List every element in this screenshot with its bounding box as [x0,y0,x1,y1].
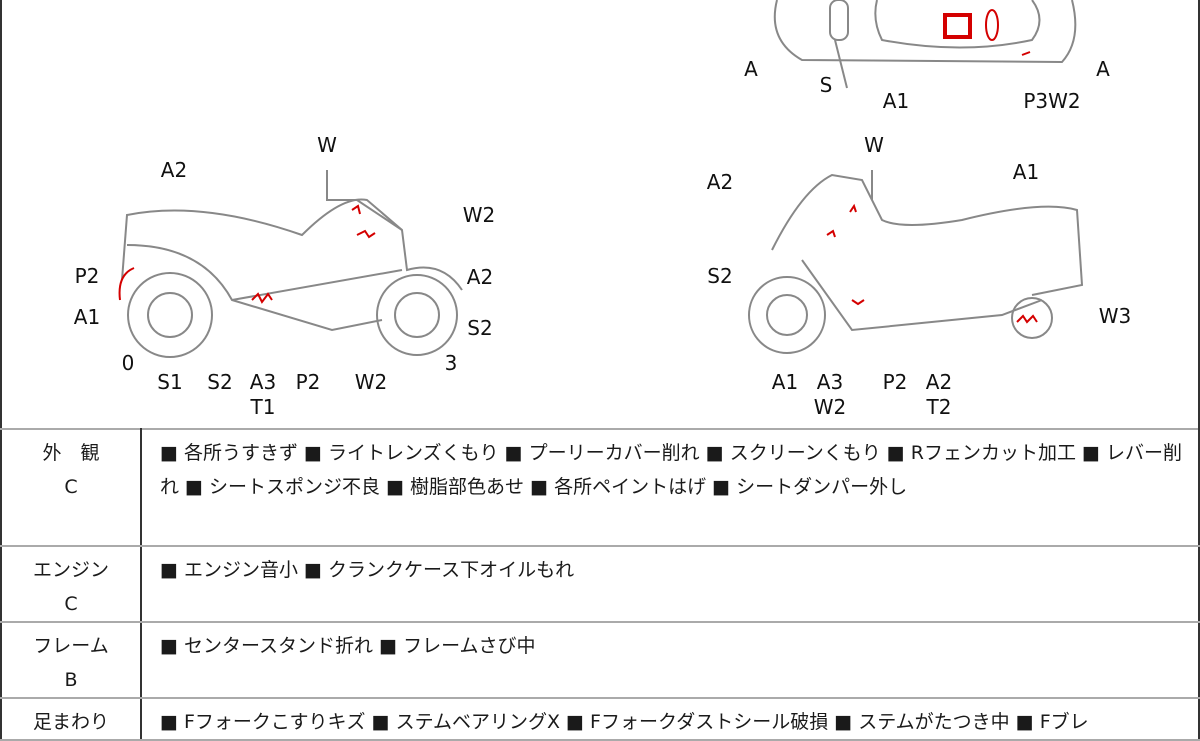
scooter-drawings [118,0,1084,358]
category-label: エンジン [32,559,109,581]
left-label: 3 [444,351,458,375]
left-label: T1 [250,395,276,419]
items-cell: ■ センタースタンド折れ ■ フレームさび中 [141,621,1200,699]
right-label: A1 [1012,160,1040,184]
category-label: フレーム [33,635,109,657]
left-label: S2 [467,316,493,340]
condition-table: 外 観 C ■ 各所うすきず ■ ライトレンズくもり ■ プーリーカバー削れ ■ … [0,428,1200,741]
table-row: 足まわり ■ Fフォークこすりキズ ■ ステムベアリングX ■ Fフォークダスト… [0,697,1200,741]
top-label: A1 [882,89,910,113]
left-label: S2 [207,370,233,394]
right-label: W [864,133,884,157]
top-view-scooter [773,0,1077,89]
right-label: A3 [816,370,844,394]
grade-label: C [64,593,78,615]
category-cell: 足まわり [0,697,142,741]
top-label: A [744,57,758,81]
right-label: W3 [1098,304,1132,328]
left-label: W [317,133,337,157]
damage-diagram: A S A1 A P3W2 W A2 W2 P2 A2 A1 S2 0 3 S1… [0,0,1200,428]
category-label: 外 観 [42,442,100,464]
top-label: S [819,73,833,97]
table-row: エンジン C ■ エンジン音小 ■ クランクケース下オイルもれ [0,545,1200,623]
left-label: P2 [74,264,100,288]
category-cell: 外 観 C [0,428,142,547]
right-label: W2 [813,395,847,419]
right-label: T2 [926,395,952,419]
grade-label: B [64,669,78,691]
items-cell: ■ エンジン音小 ■ クランクケース下オイルもれ [141,545,1200,623]
left-label: A1 [73,305,101,329]
table-row: 外 観 C ■ 各所うすきず ■ ライトレンズくもり ■ プーリーカバー削れ ■ … [0,428,1200,547]
right-label: A1 [771,370,799,394]
right-label: P2 [882,370,908,394]
items-cell: ■ Fフォークこすりキズ ■ ステムベアリングX ■ Fフォークダストシール破損… [141,697,1200,741]
category-label: 足まわり [32,711,109,733]
items-cell: ■ 各所うすきず ■ ライトレンズくもり ■ プーリーカバー削れ ■ スクリーン… [141,428,1200,547]
left-label: A2 [160,158,188,182]
left-label: 0 [121,351,135,375]
table-row: フレーム B ■ センタースタンド折れ ■ フレームさび中 [0,621,1200,699]
left-label: A2 [466,265,494,289]
left-label: P2 [295,370,321,394]
left-view-scooter [118,170,463,358]
items-text: ■ Fフォークこすりキズ ■ ステムベアリングX ■ Fフォークダストシール破損… [160,711,1089,733]
category-cell: フレーム B [0,621,142,699]
left-label: A3 [249,370,277,394]
right-label: A2 [925,370,953,394]
category-cell: エンジン C [0,545,142,623]
right-label: A2 [706,170,734,194]
left-label: W2 [354,370,388,394]
top-label: A [1096,57,1110,81]
grade-label: C [64,476,78,498]
right-view-scooter [748,170,1084,354]
left-label: S1 [157,370,183,394]
top-label: P3W2 [1023,89,1081,113]
left-label: W2 [462,203,496,227]
right-label: S2 [707,264,733,288]
